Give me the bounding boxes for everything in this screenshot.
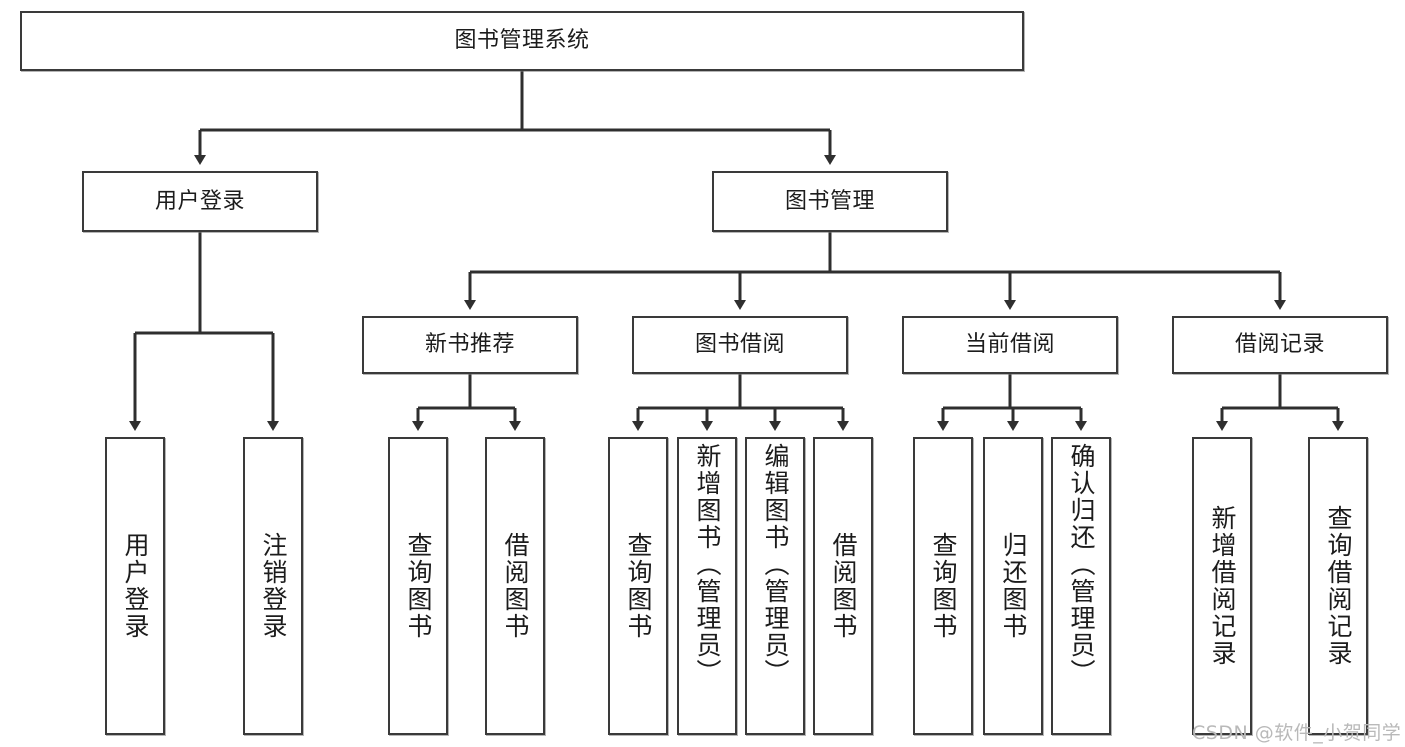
node-level3[interactable]: 当前借阅 [902,316,1118,374]
node-leaf-label: 编辑图书（管理员） [761,443,790,686]
node-level2-label: 图书管理 [784,188,875,214]
node-level2[interactable]: 用户登录 [82,171,318,232]
node-leaf-label: 查询图书 [624,532,653,640]
node-leaf-label: 新增图书（管理员） [693,443,722,686]
node-leaf-label: 查询图书 [929,532,958,640]
node-leaf-label: 借阅图书 [829,532,858,640]
node-leaf[interactable]: 用户登录 [105,437,165,735]
node-leaf-label: 查询图书 [404,532,433,640]
node-leaf[interactable]: 查询借阅记录 [1308,437,1368,735]
node-leaf[interactable]: 新增图书（管理员） [677,437,737,735]
node-leaf[interactable]: 借阅图书 [813,437,873,735]
node-leaf[interactable]: 归还图书 [983,437,1043,735]
node-level2[interactable]: 图书管理 [712,171,948,232]
node-leaf-label: 借阅图书 [501,532,530,640]
node-level3-label: 借阅记录 [1234,332,1325,358]
node-leaf[interactable]: 查询图书 [608,437,668,735]
node-root-system[interactable]: 图书管理系统 [20,11,1024,71]
node-leaf[interactable]: 查询图书 [913,437,973,735]
node-level3[interactable]: 新书推荐 [362,316,578,374]
node-leaf-label: 查询借阅记录 [1324,505,1353,667]
node-leaf-label: 用户登录 [121,532,150,640]
node-level3-label: 新书推荐 [424,332,515,358]
node-leaf-label: 新增借阅记录 [1208,505,1237,667]
node-level3[interactable]: 借阅记录 [1172,316,1388,374]
node-leaf-label: 归还图书 [999,532,1028,640]
node-level3-label: 图书借阅 [694,332,785,358]
node-leaf-label: 确认归还（管理员） [1067,443,1096,686]
node-level2-label: 用户登录 [154,188,245,214]
node-leaf[interactable]: 注销登录 [243,437,303,735]
node-leaf[interactable]: 编辑图书（管理员） [745,437,805,735]
csdn-watermark: CSDN @软件_小贺同学 [1192,722,1402,744]
node-level3[interactable]: 图书借阅 [632,316,848,374]
node-leaf[interactable]: 查询图书 [388,437,448,735]
node-leaf[interactable]: 新增借阅记录 [1192,437,1252,735]
node-leaf-label: 注销登录 [259,532,288,640]
node-level3-label: 当前借阅 [964,332,1055,358]
node-leaf[interactable]: 确认归还（管理员） [1051,437,1111,735]
node-leaf[interactable]: 借阅图书 [485,437,545,735]
node-root-label: 图书管理系统 [454,28,590,54]
